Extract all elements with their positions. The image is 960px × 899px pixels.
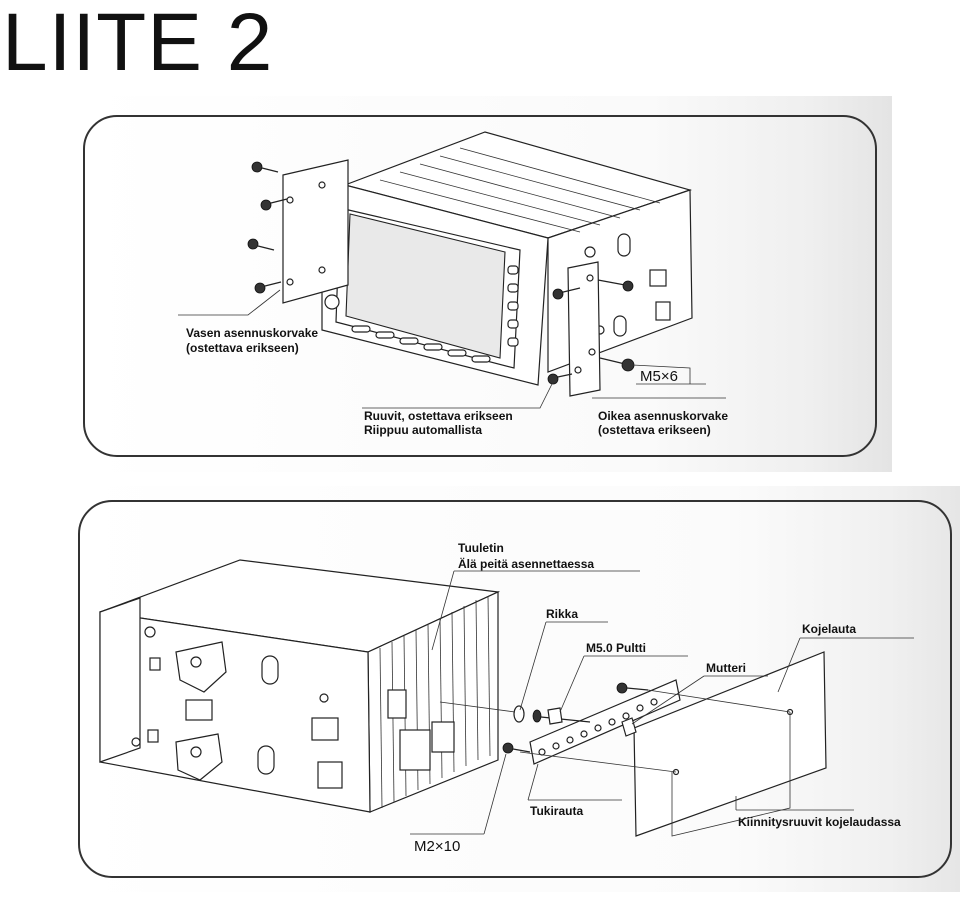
dashboard-label: Kojelauta <box>802 622 857 636</box>
vent-label-line1: Tuuletin <box>458 541 504 555</box>
screw-size-top: M5×6 <box>640 368 678 385</box>
left-bracket <box>282 159 349 304</box>
screws-label-line1: Ruuvit, ostettava erikseen <box>364 409 513 423</box>
support-bracket <box>529 679 681 765</box>
right-screws <box>547 279 635 385</box>
vent-label-line2: Älä peitä asennettaessa <box>458 557 595 571</box>
fasteners <box>502 682 649 754</box>
screws-label-line2: Riippuu automallista <box>364 423 483 437</box>
bottom-diagram-panel <box>78 500 952 878</box>
bolt-label: M5.0 Pultti <box>586 641 647 655</box>
left-screws <box>247 161 288 294</box>
nut-label: Mutteri <box>706 661 746 675</box>
left-bracket-label-line2: (ostettava erikseen) <box>186 341 299 355</box>
right-bracket-label-line1: Oikea asennuskorvake <box>598 409 729 423</box>
support-bracket-label: Tukirauta <box>530 804 584 818</box>
right-bracket <box>567 261 601 397</box>
top-diagram-panel <box>83 115 877 457</box>
left-bracket-label-line1: Vasen asennuskorvake <box>186 326 319 340</box>
head-unit-front <box>321 184 549 386</box>
leader-lines-top <box>178 289 726 409</box>
head-unit-rear-view <box>99 559 501 813</box>
dashboard-panel <box>633 651 827 837</box>
washer-label: Rikka <box>546 607 579 621</box>
leader-lines-bottom <box>410 570 914 837</box>
page-title: LIITE 2 <box>2 0 274 88</box>
screw-size-bottom: M2×10 <box>414 838 461 855</box>
dash-screws-label: Kiinnitysruuvit kojelaudassa <box>738 815 901 829</box>
right-bracket-label-line2: (ostettava erikseen) <box>598 423 711 437</box>
